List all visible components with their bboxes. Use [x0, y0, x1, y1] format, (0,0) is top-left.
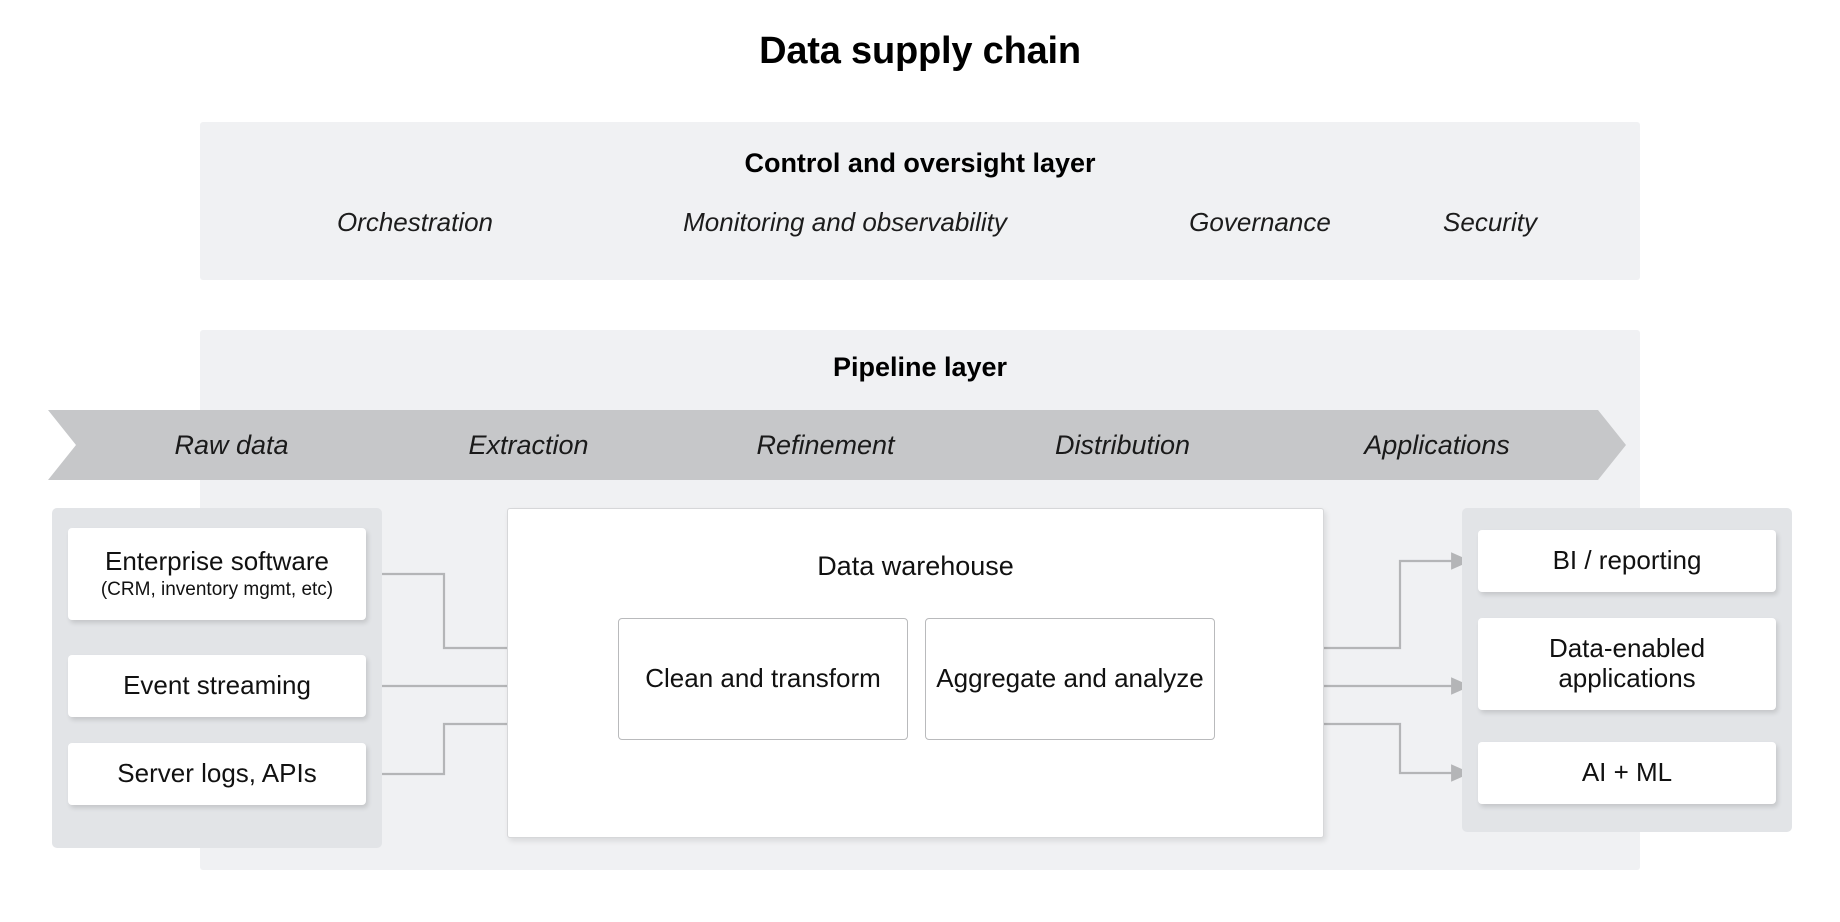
control-item-governance: Governance: [1189, 207, 1331, 237]
stage-chevron-raw-data: Raw data: [48, 410, 403, 480]
control-layer-items: Orchestration Monitoring and observabili…: [200, 202, 1640, 252]
control-item-orchestration: Orchestration: [336, 207, 494, 237]
warehouse-step-aggregate-and-analyze[interactable]: Aggregate and analyze: [925, 618, 1215, 740]
control-item-security: Security: [1443, 207, 1537, 237]
stage-label: Raw data: [174, 429, 289, 460]
card-title: AI + ML: [1581, 757, 1673, 788]
data-warehouse-title: Data warehouse: [817, 551, 1014, 581]
source-card-event-streaming[interactable]: Event streaming: [68, 655, 366, 717]
output-card-ai-ml[interactable]: AI + ML: [1478, 742, 1776, 804]
control-item-monitoring-and-observability: Monitoring and observability: [683, 207, 1007, 237]
source-card-enterprise-software[interactable]: Enterprise software (CRM, inventory mgmt…: [68, 528, 366, 620]
stage-label: Extraction: [468, 429, 589, 460]
pipeline-stage-chevrons: Raw data Extraction Refinement Distribut…: [0, 410, 1840, 480]
control-oversight-layer: Control and oversight layer Orchestratio…: [200, 122, 1640, 280]
stage-label: Distribution: [1054, 429, 1191, 460]
stage-chevron-refinement: Refinement: [642, 410, 997, 480]
stage-label: Applications: [1364, 429, 1510, 460]
card-subtitle: (CRM, inventory mgmt, etc): [100, 579, 334, 601]
stage-label: Refinement: [756, 429, 895, 460]
card-title: Data-enabled applications: [1548, 633, 1706, 693]
control-layer-title: Control and oversight layer: [744, 148, 1096, 178]
page-title: Data supply chain: [759, 30, 1081, 72]
card-title: Event streaming: [123, 670, 311, 701]
output-card-bi-reporting[interactable]: BI / reporting: [1478, 530, 1776, 592]
stage-chevron-applications: Applications: [1236, 410, 1626, 480]
card-title: Enterprise software: [105, 546, 329, 577]
card-title: Server logs, APIs: [117, 758, 317, 789]
pipeline-layer-title: Pipeline layer: [832, 352, 1008, 382]
stage-chevron-extraction: Extraction: [345, 410, 700, 480]
output-card-data-enabled-applications[interactable]: Data-enabled applications: [1478, 618, 1776, 710]
warehouse-step-clean-and-transform[interactable]: Clean and transform: [618, 618, 908, 740]
source-card-server-logs-apis[interactable]: Server logs, APIs: [68, 743, 366, 805]
stage-chevron-distribution: Distribution: [939, 410, 1294, 480]
card-title: BI / reporting: [1552, 545, 1702, 576]
